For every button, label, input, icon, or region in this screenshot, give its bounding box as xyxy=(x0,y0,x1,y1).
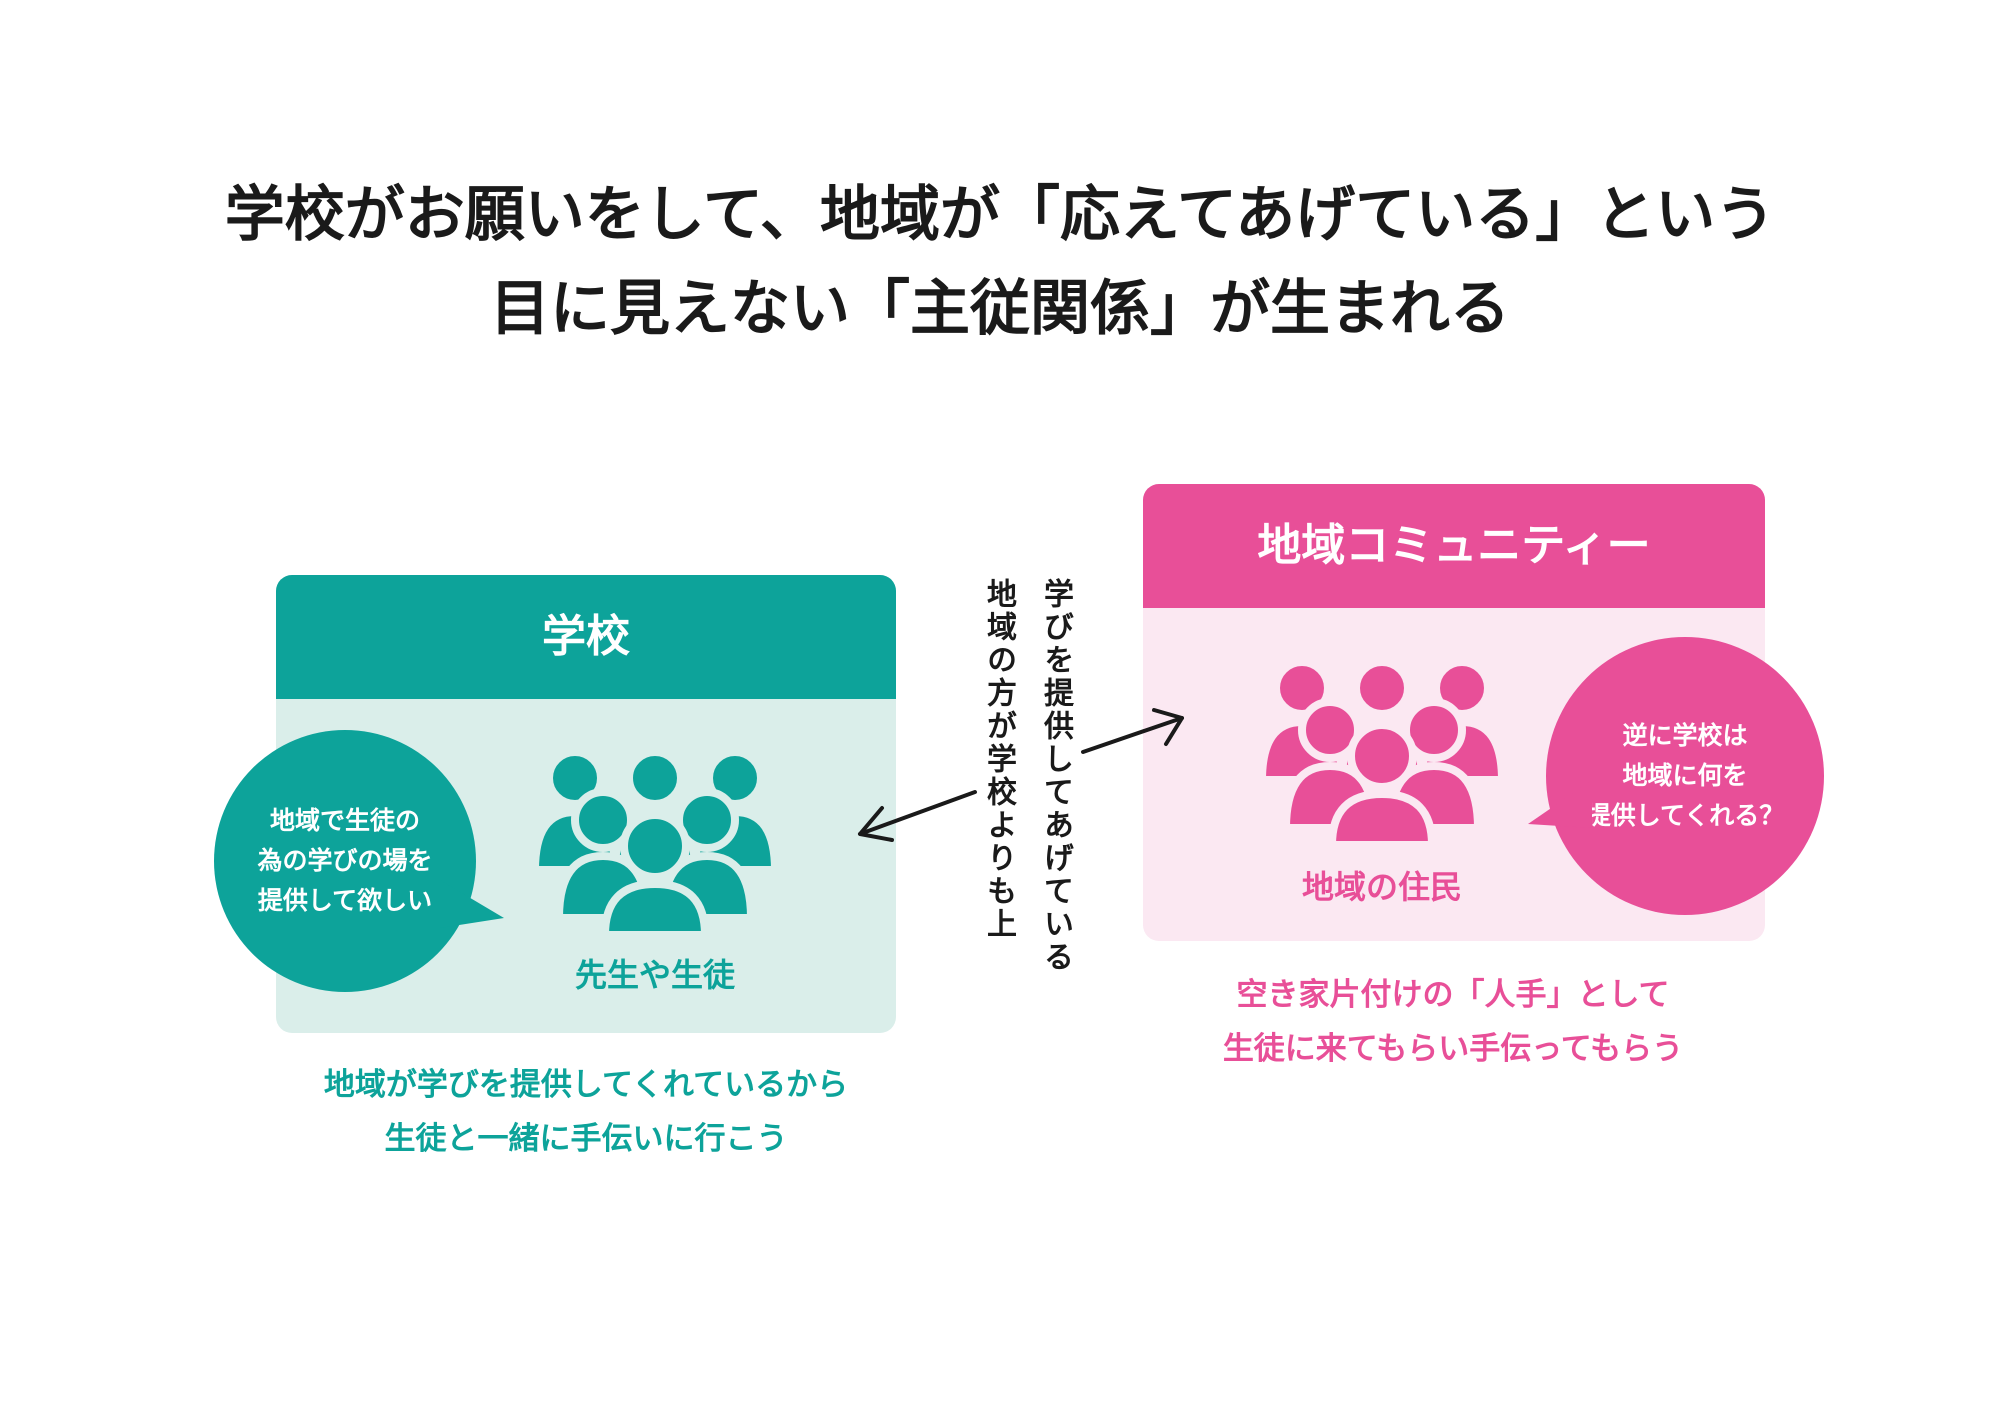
school-speech-bubble: 地域で生徒の 為の学びの場を 提供して欲しい xyxy=(214,730,476,992)
community-bubble-line: 逆に学校は xyxy=(1622,721,1748,750)
community-people-label: 地域の住民 xyxy=(1301,868,1462,906)
community-caption-line: 空き家片付けの「人手」として xyxy=(1236,977,1670,1013)
school-caption-line: 生徒と一緒に手伝いに行こう xyxy=(384,1121,788,1157)
title-line-1: 学校がお願いをして、地域が「応えてあげている」という xyxy=(224,180,1776,250)
title-line-2: 目に見えない「主従関係」が生まれる xyxy=(490,274,1510,344)
arrow-right-icon xyxy=(1081,708,1184,754)
school-bubble-tail xyxy=(440,880,504,928)
community-speech-bubble: 逆に学校は 地域に何を 提供してくれる？ xyxy=(1546,637,1824,915)
community-bubble-tail xyxy=(1528,780,1592,828)
community-caption-line: 生徒に来てもらい手伝ってもらう xyxy=(1222,1031,1684,1067)
vertical-text-line-2: 地域の方が学校よりも上 xyxy=(981,578,1016,941)
community-bubble-line: 地域に何を xyxy=(1622,761,1748,790)
community-header: 地域コミュニティー xyxy=(1143,484,1765,608)
school-bubble-line: 地域で生徒の xyxy=(269,806,420,835)
community-people-group-icon xyxy=(1262,660,1502,845)
school-bubble-line: 提供して欲しい xyxy=(257,886,433,915)
page-title: 学校がお願いをして、地域が「応えてあげている」という 目に見えない「主従関係」が… xyxy=(0,168,2000,356)
school-bubble-line: 為の学びの場を xyxy=(257,846,433,875)
school-caption-line: 地域が学びを提供してくれているから xyxy=(323,1067,849,1103)
community-caption: 空き家片付けの「人手」として 生徒に来てもらい手伝ってもらう xyxy=(1103,968,1803,1076)
school-caption: 地域が学びを提供してくれているから 生徒と一緒に手伝いに行こう xyxy=(236,1058,936,1166)
school-people-label: 先生や生徒 xyxy=(574,956,735,994)
vertical-text-line-1: 学びを提供してあげている xyxy=(1038,578,1073,974)
arrow-left-icon xyxy=(858,790,977,842)
school-header: 学校 xyxy=(276,575,896,699)
community-bubble-line: 提供してくれる？ xyxy=(1585,801,1785,830)
school-people-group-icon xyxy=(535,750,775,935)
